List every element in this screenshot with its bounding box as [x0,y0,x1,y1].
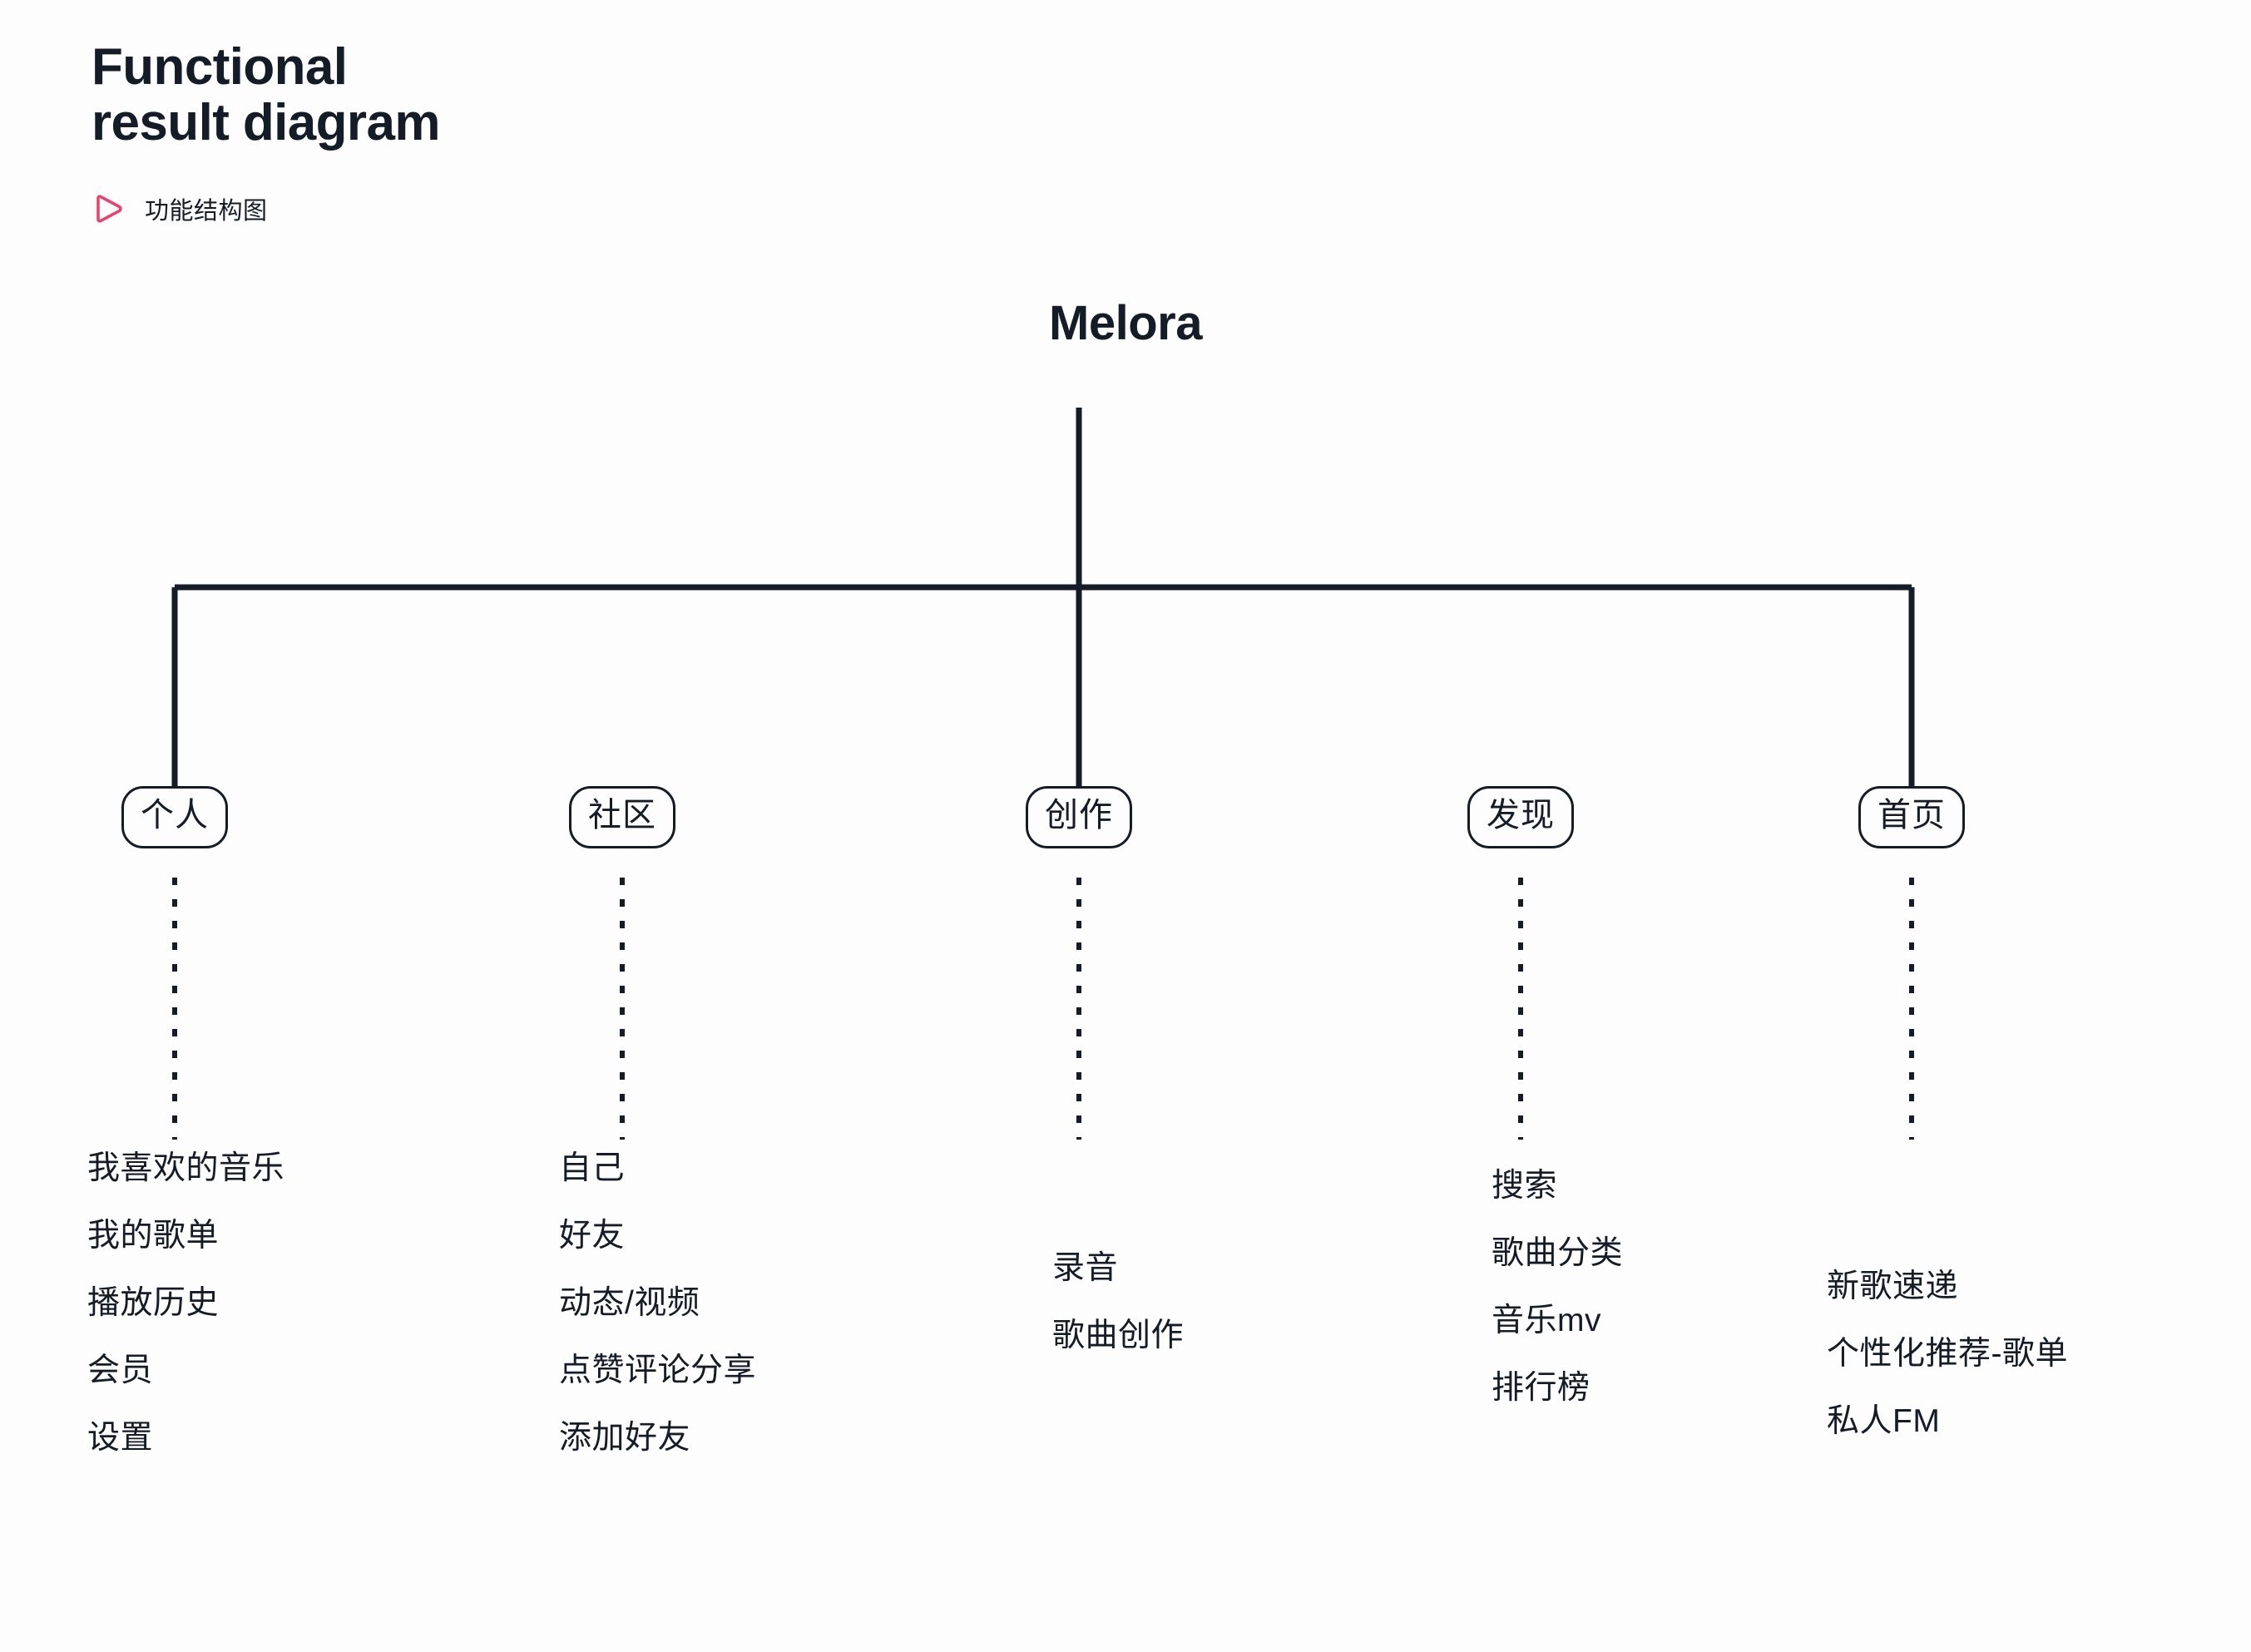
leaf-item[interactable]: 播放历史 [87,1285,220,1321]
leaf-list-discover: 搜索歌曲分类音乐mv 排行榜 [1492,1170,1623,1404]
branch-node-personal[interactable]: 个人 [121,786,228,849]
leaf-item[interactable]: 排行榜 [1492,1370,1591,1406]
leaf-item[interactable]: 动态/视频 [559,1285,700,1321]
branch-node-community[interactable]: 社区 [569,786,675,849]
leaf-item[interactable]: 个性化推荐-歌单 [1827,1336,2068,1372]
leaf-item[interactable]: 好友 [559,1218,626,1254]
leaf-item[interactable]: 自己 [559,1150,626,1186]
branch-node-label: 创作 [1045,797,1113,833]
leaf-item[interactable]: 歌曲创作 [1052,1318,1185,1353]
leaf-item[interactable]: 音乐mv [1492,1303,1601,1338]
leaf-item[interactable]: 新歌速递 [1827,1269,1959,1304]
leaf-item[interactable]: 会员 [87,1353,154,1388]
leaf-list-community: 自己好友动态/视频点赞评论分享添加好友 [559,1152,756,1454]
branch-node-creation[interactable]: 创作 [1026,786,1132,849]
leaf-list-personal: 我喜欢的音乐我的歌单播放历史会员设置 [87,1152,284,1454]
subtitle-row: 功能结构图 [92,191,840,226]
leaf-item[interactable]: 我的歌单 [87,1218,220,1254]
leaf-item[interactable]: 歌曲分类 [1492,1235,1624,1271]
leaf-item[interactable]: 私人FM [1827,1403,1941,1439]
play-triangle-outline-icon [96,195,122,223]
leaf-list-creation: 录音歌曲创作 [1052,1252,1184,1352]
branch-node-discover[interactable]: 发现 [1467,786,1574,849]
leaf-item[interactable]: 设置 [87,1420,154,1456]
root-node-label: Melora [1049,296,1202,350]
page-header: Functional result diagram 功能结构图 [92,38,840,226]
leaf-item[interactable]: 添加好友 [559,1420,691,1456]
branch-node-label: 个人 [141,797,209,833]
branch-node-label: 社区 [588,797,656,833]
leaf-item[interactable]: 我喜欢的音乐 [87,1150,285,1186]
leaf-item[interactable]: 点赞评论分享 [559,1353,757,1388]
leaf-item[interactable]: 搜索 [1492,1168,1558,1204]
leaf-list-home: 新歌速递个性化推荐-歌单私人FM [1827,1270,2068,1437]
page-title: Functional result diagram [92,38,440,151]
subtitle-label: 功能结构图 [145,197,268,225]
root-node: Melora [0,295,2251,351]
leaf-item[interactable]: 录音 [1052,1250,1119,1286]
branch-node-label: 首页 [1877,797,1946,833]
branch-node-home[interactable]: 首页 [1858,786,1965,849]
branch-node-label: 发现 [1487,797,1555,833]
